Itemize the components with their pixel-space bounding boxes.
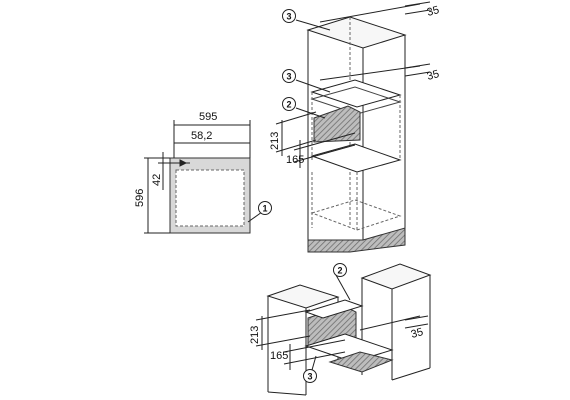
dim-offset-42: 42	[151, 174, 163, 186]
dim-depth-58-2: 58,2	[191, 130, 212, 142]
callout-3-mid: 3	[282, 69, 296, 83]
svg-text:1: 1	[263, 204, 268, 214]
svg-text:3: 3	[287, 72, 292, 82]
dim-mid-vent-35: 35	[426, 68, 441, 83]
svg-text:3: 3	[287, 12, 292, 22]
callout-3-top: 3	[282, 9, 296, 23]
callout-2-upper: 2	[282, 97, 296, 111]
dim-width-595: 595	[199, 111, 217, 123]
svg-text:2: 2	[338, 266, 343, 276]
appliance-door	[175, 169, 245, 227]
dim-top-vent-35: 35	[426, 4, 441, 19]
appliance-front-view	[144, 120, 263, 234]
under-counter-cabinet	[255, 263, 432, 396]
callout-2-lower: 2	[333, 263, 347, 277]
svg-text:3: 3	[308, 372, 313, 382]
dim-upper-gap-165: 165	[286, 154, 304, 166]
callout-3-lower: 3	[303, 369, 317, 383]
tall-cabinet	[275, 1, 431, 253]
dim-lower-gap-165: 165	[270, 350, 288, 362]
dim-upper-opening-213: 213	[269, 132, 281, 150]
dim-lower-opening-213: 213	[249, 326, 261, 344]
dim-lower-vent-35: 35	[410, 326, 425, 341]
callout-1: 1	[258, 201, 272, 215]
upper-vent-cutout	[313, 105, 361, 143]
svg-text:2: 2	[287, 100, 292, 110]
dim-height-596: 596	[134, 189, 146, 207]
